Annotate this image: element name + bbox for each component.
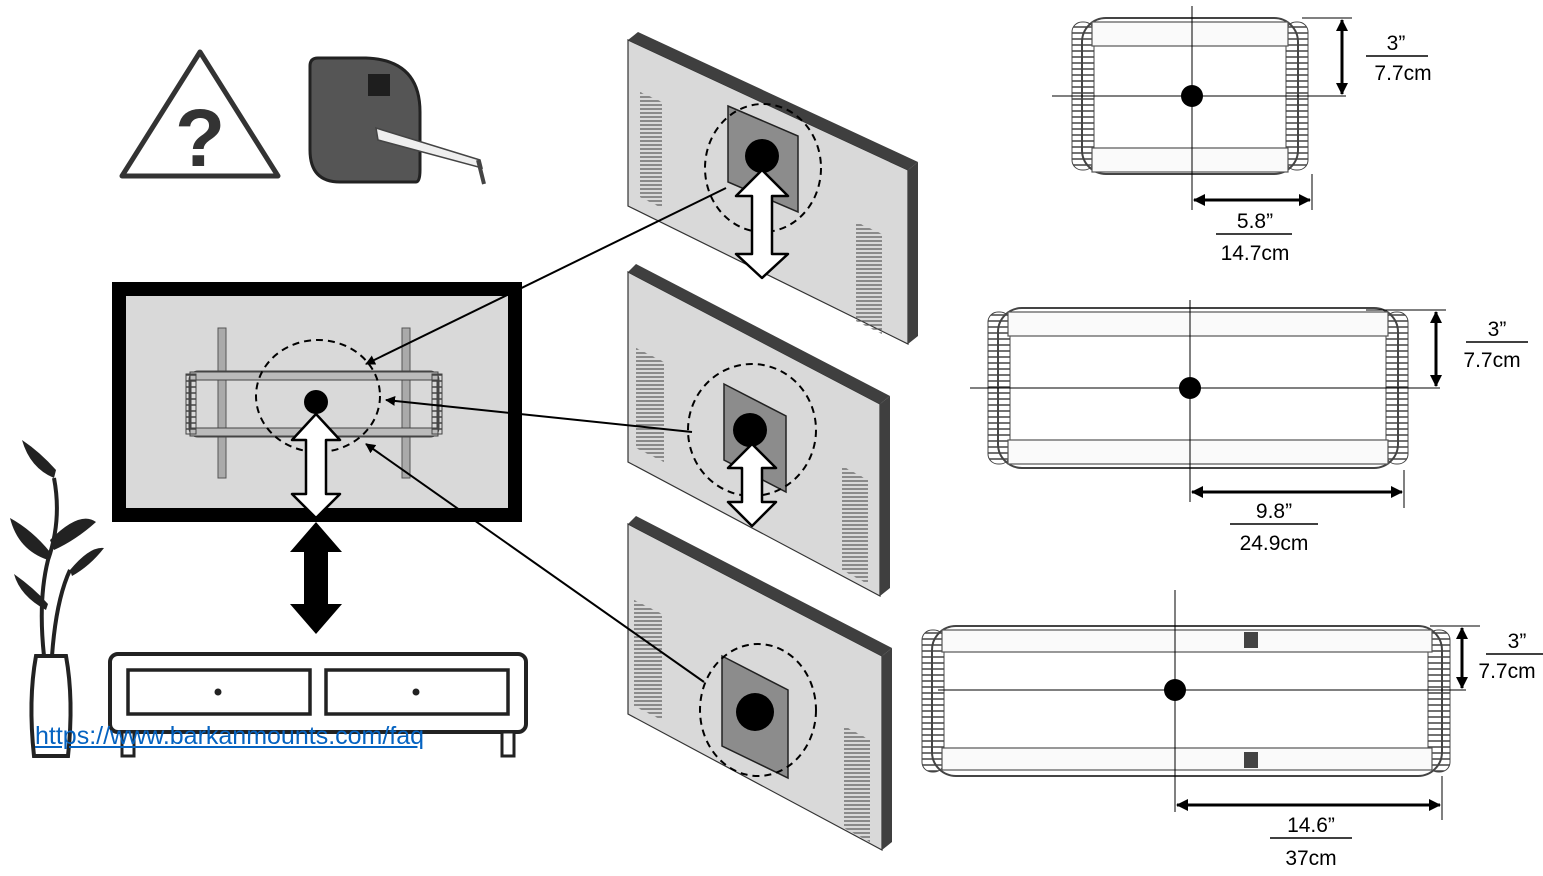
medium-width-in: 9.8” (1256, 500, 1292, 523)
medium-height-cm: 7.7cm (1463, 349, 1520, 372)
faq-link[interactable]: https://www.barkanmounts.com/faq (35, 722, 425, 750)
wall-panel-top (627, 32, 918, 345)
mount-drawing-large (921, 590, 1480, 820)
medium-width-cm: 24.9cm (1240, 532, 1309, 555)
large-height-cm: 7.7cm (1478, 660, 1535, 683)
tape-measure-icon (308, 56, 486, 185)
large-width-cm: 37cm (1285, 847, 1336, 870)
large-height-in: 3” (1508, 630, 1527, 653)
medium-height-in: 3” (1488, 318, 1507, 341)
warning-question-icon: ? (119, 49, 281, 184)
wall-panel-middle (627, 264, 890, 597)
small-width-in: 5.8” (1237, 210, 1273, 233)
tv-stand-icon (108, 652, 528, 758)
small-height-cm: 7.7cm (1374, 62, 1431, 85)
mount-drawing-small (1052, 6, 1352, 210)
pointer-arrows (365, 187, 727, 683)
tv-front-view (112, 282, 522, 634)
large-width-in: 14.6” (1287, 814, 1335, 837)
mount-drawing-medium (970, 300, 1446, 508)
dimension-labels: 3” 7.7cm 5.8” 14.7cm 3” 7.7cm 9.8” 24.9c… (1216, 32, 1543, 870)
plant-icon (10, 440, 104, 758)
small-width-cm: 14.7cm (1221, 242, 1290, 265)
wall-panel-bottom (627, 516, 892, 852)
svg-text:?: ? (175, 93, 225, 184)
small-height-in: 3” (1387, 32, 1406, 55)
